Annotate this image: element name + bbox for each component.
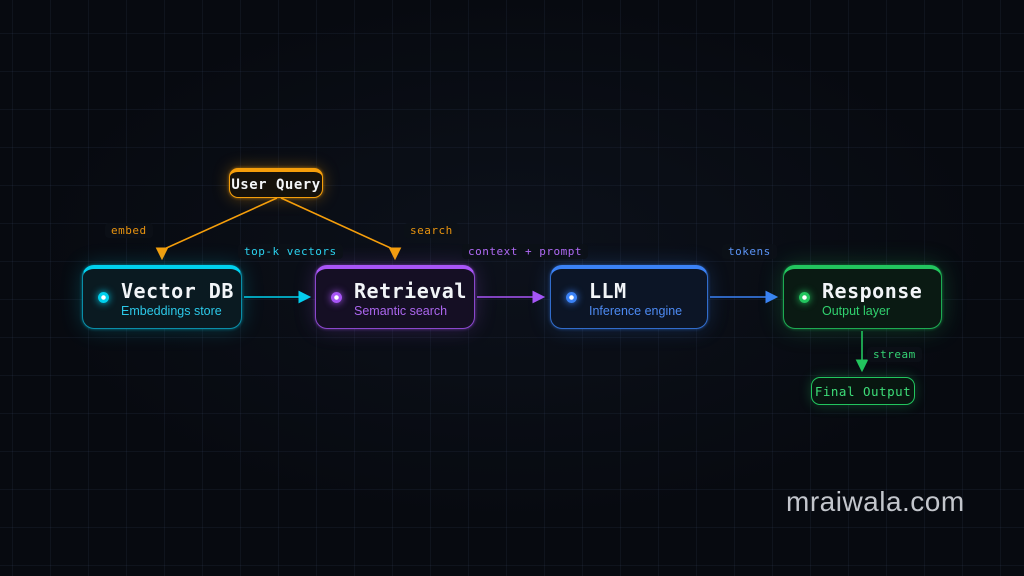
node-llm: LLM Inference engine	[550, 265, 708, 329]
node-response-title: Response	[822, 279, 923, 303]
cyan-status-dot-icon	[98, 292, 109, 303]
edge-label-topk-vectors: top-k vectors	[238, 244, 343, 259]
edge-label-tokens: tokens	[722, 244, 777, 259]
watermark: mraiwala.com	[786, 486, 965, 517]
node-retrieval-title: Retrieval	[354, 279, 467, 303]
node-final-output-label: Final Output	[814, 383, 912, 399]
edge-label-stream: stream	[867, 347, 922, 362]
node-response: Response Output layer	[783, 265, 942, 329]
blue-status-dot-icon	[566, 292, 577, 303]
node-user-query-label: User Query	[231, 176, 321, 193]
node-response-subtitle: Output layer	[822, 304, 891, 318]
node-retrieval: Retrieval Semantic search	[315, 265, 475, 329]
node-vector-db-title: Vector DB	[121, 279, 234, 303]
node-final-output: Final Output	[811, 377, 915, 405]
node-llm-subtitle: Inference engine	[589, 304, 683, 318]
node-vector-db: Vector DB Embeddings store	[82, 265, 242, 329]
node-user-query: User Query	[229, 168, 323, 198]
edge-label-search: search	[404, 223, 459, 238]
node-vector-db-subtitle: Embeddings store	[121, 304, 222, 318]
green-status-dot-icon	[799, 292, 810, 303]
edge-label-context-prompt: context + prompt	[462, 244, 588, 259]
node-llm-title: LLM	[589, 279, 627, 303]
edge-label-embed: embed	[105, 223, 153, 238]
node-retrieval-subtitle: Semantic search	[354, 304, 448, 318]
purple-status-dot-icon	[331, 292, 342, 303]
